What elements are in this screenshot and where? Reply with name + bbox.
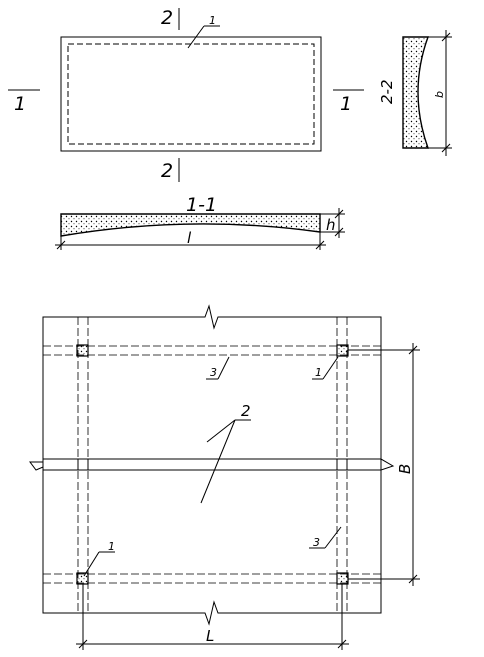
plan-outline (42, 304, 382, 626)
section-1-1: 1-1 h l (55, 194, 345, 250)
plan-label-1-top-right: 1 (315, 366, 322, 379)
column-top-right (336, 344, 349, 357)
plan-break-line (29, 458, 395, 471)
column-bottom-right (336, 572, 349, 585)
plan-label-3-top: 3 (210, 366, 217, 379)
dim-l-label: l (187, 229, 192, 247)
plan-view: 3 1 2 3 1 B L (29, 304, 420, 650)
section-2-2-title: 2-2 (378, 80, 396, 105)
panel-inner-dashed (67, 43, 315, 145)
cut-2-bottom-label: 2 (161, 160, 173, 182)
section-1-1-profile (60, 213, 321, 237)
panel-outline (60, 36, 322, 152)
dim-B-label: B (396, 464, 414, 474)
plan-label-1-bottom-left: 1 (108, 540, 115, 553)
cut-2-top-label: 2 (161, 7, 173, 29)
panel-mark-leader (187, 25, 205, 49)
cut-1-left-label: 1 (14, 93, 26, 115)
top-view-panel: 1 2 2 1 1 (8, 7, 364, 182)
dim-b-label: b (433, 91, 446, 98)
section-1-1-title: 1-1 (186, 194, 217, 216)
panel-mark-label: 1 (209, 14, 216, 27)
cut-1-right-label: 1 (340, 93, 352, 115)
column-bottom-left (76, 572, 89, 585)
column-top-left (76, 344, 89, 357)
dim-L-label: L (206, 627, 214, 645)
section-2-2-profile (402, 36, 429, 149)
plan-label-2-center: 2 (241, 402, 251, 420)
section-2-2: b 2-2 (378, 30, 452, 156)
dim-h-label: h (326, 216, 336, 234)
plan-label-3-right: 3 (313, 536, 320, 549)
